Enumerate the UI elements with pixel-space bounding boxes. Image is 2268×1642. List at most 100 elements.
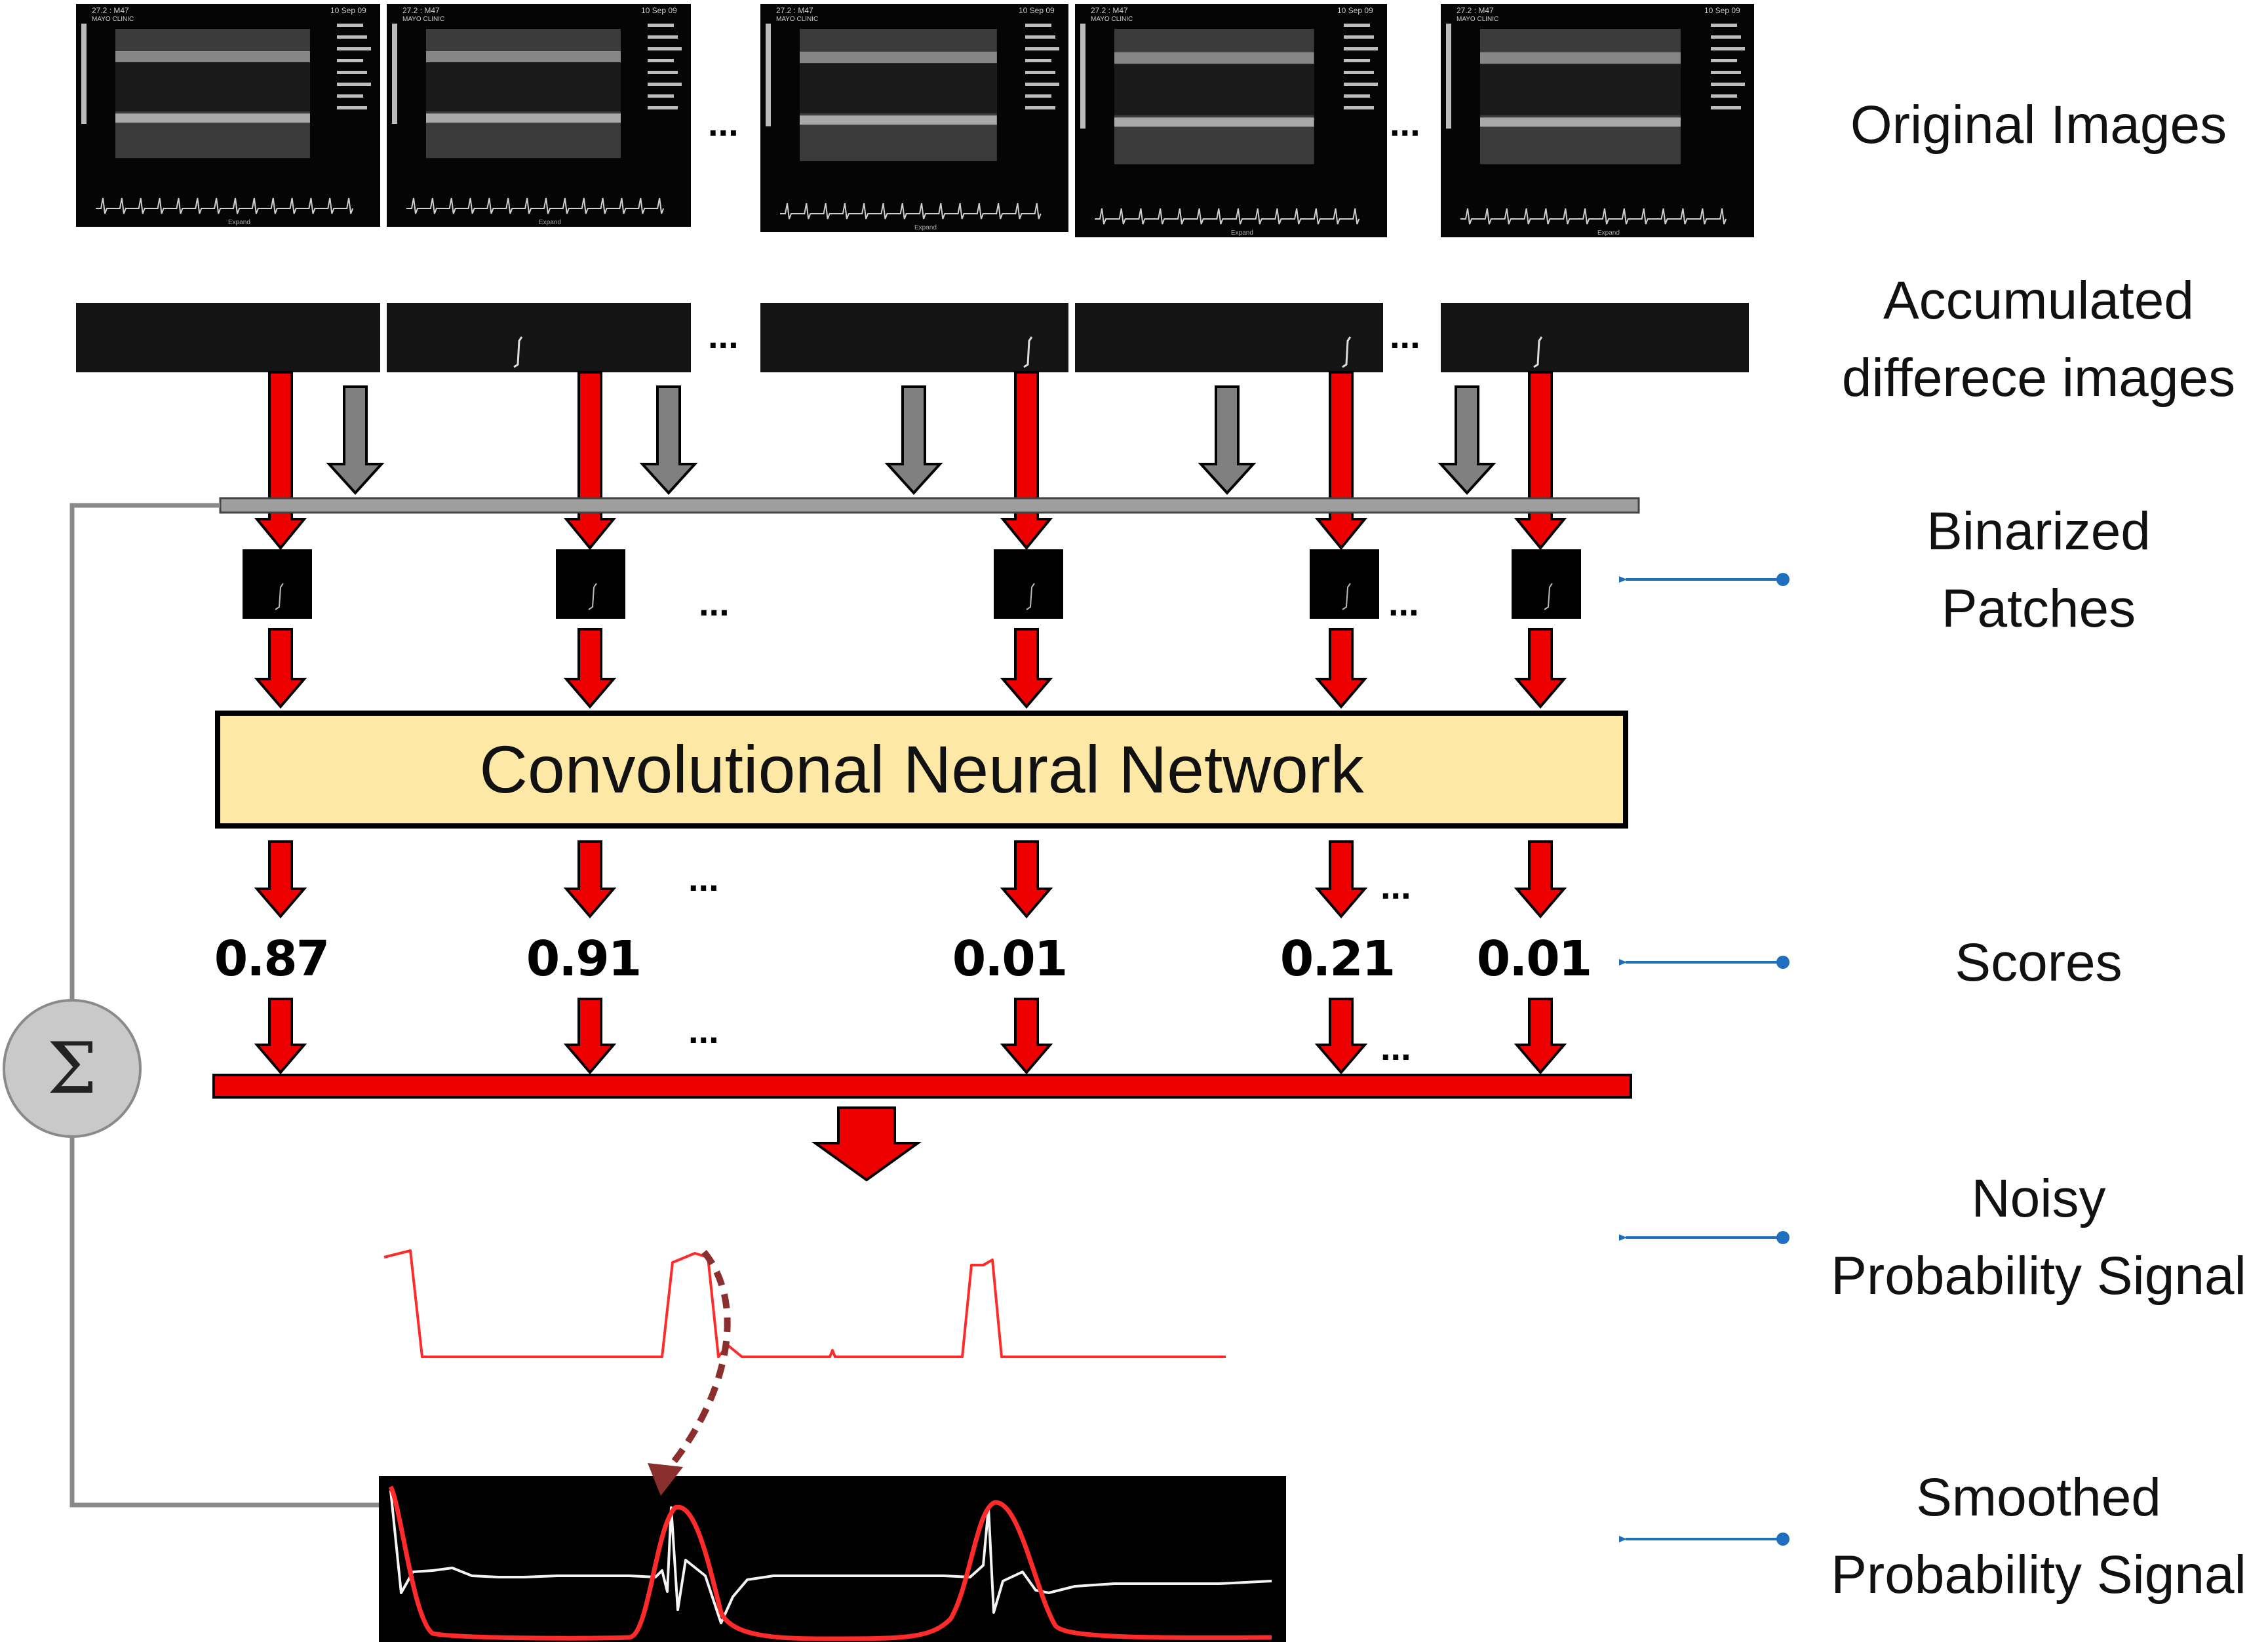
vessel-lumen: [1480, 64, 1681, 115]
vessel-wall-upper: [426, 51, 621, 63]
label-accumulated-line2: differece images: [1841, 348, 2236, 408]
red-arrow-score-3: [1314, 998, 1368, 1075]
cnn-box: Convolutional Neural Network: [215, 711, 1628, 829]
strip-spike: [1023, 336, 1033, 368]
frame-probe-text: 27.2 : M47: [776, 6, 813, 15]
vessel-wall-lower: [115, 113, 310, 123]
frame-info-line: [1344, 35, 1374, 39]
sigma-symbol: Σ: [47, 1027, 98, 1110]
frame-info-line: [337, 106, 367, 109]
frame-footer-text: Expand: [228, 219, 250, 226]
frame-info-line: [648, 83, 682, 86]
label-smoothed-line2: Probability Signal: [1831, 1545, 2246, 1605]
ecg-trace: [780, 203, 1042, 220]
label-noisy-signal: Noisy Probability Signal: [1789, 1160, 2268, 1315]
patch-spike-2: [1026, 583, 1035, 610]
frame-date-text: 10 Sep 09: [330, 6, 366, 15]
ellipsis-cnnout-1: ...: [688, 857, 719, 899]
label-accumulated-line1: Accumulated: [1883, 271, 2195, 330]
ellipsis-originals-1: ...: [708, 102, 739, 144]
vessel-lumen: [115, 62, 310, 111]
vessel-wall-lower: [1480, 117, 1681, 127]
dashed-arrow-head: [648, 1463, 683, 1496]
red-arrow-accum-2: [1000, 371, 1053, 551]
grayscale-bar: [1080, 24, 1085, 129]
strip-spike: [513, 336, 523, 368]
smoothed-probability-signal: [388, 1485, 1272, 1641]
ecg-trace: [406, 197, 665, 214]
frame-probe-text: 27.2 : M47: [402, 6, 440, 15]
frame-info-line: [1711, 106, 1741, 109]
frame-info-line: [1711, 59, 1737, 62]
gray-arrow-3: [1198, 385, 1257, 495]
frame-footer-text: Expand: [539, 219, 561, 226]
frame-info-line: [1711, 47, 1745, 50]
red-arrow-accum-3: [1314, 371, 1368, 551]
red-arrow-score-2: [1000, 998, 1053, 1075]
ellipsis-scores-2: ...: [1380, 1026, 1411, 1068]
strip-noise: [1441, 303, 1749, 372]
red-arrow-accum-4: [1514, 371, 1567, 551]
vessel-lumen: [800, 63, 997, 113]
vessel-wall-upper: [115, 51, 310, 63]
frame-date-text: 10 Sep 09: [1337, 6, 1373, 15]
frame-info-line: [648, 71, 678, 74]
strip-noise: [1075, 303, 1383, 372]
binarized-patch-4: [1512, 549, 1581, 619]
frame-info-line: [337, 35, 367, 39]
frame-info-line: [337, 71, 367, 74]
frame-info-line: [1711, 94, 1737, 98]
grayscale-bar: [1446, 24, 1451, 129]
accumulated-strip-1: [387, 303, 691, 372]
ellipsis-originals-2: ...: [1390, 102, 1420, 144]
frame-info-line: [1025, 94, 1051, 98]
frame-info-line: [1025, 71, 1055, 74]
label-noisy-line2: Probability Signal: [1831, 1246, 2246, 1306]
label-binarized-line1: Binarized: [1926, 501, 2151, 561]
label-original-images-text: Original Images: [1850, 95, 2227, 155]
ellipsis-scores-1: ...: [688, 1009, 719, 1051]
frame-info-line: [1344, 47, 1378, 50]
frame-info-line: [648, 106, 678, 109]
frame-info-line: [1025, 83, 1059, 86]
ellipsis-accum-2: ...: [1390, 315, 1420, 356]
frame-info-line: [337, 24, 363, 27]
red-arrow-accum-1: [563, 371, 617, 551]
frame-info-line: [648, 35, 678, 39]
frame-date-text: 10 Sep 09: [1019, 6, 1055, 15]
ecg-trace: [96, 197, 354, 214]
cnn-label: Convolutional Neural Network: [479, 732, 1364, 807]
label-binarized-patches: Binarized Patches: [1789, 493, 2268, 648]
frame-info-line: [1344, 106, 1374, 109]
accumulated-strip-3: [1075, 303, 1383, 372]
frame-info-line: [1344, 59, 1370, 62]
red-arrow-cnn-in-2: [1000, 628, 1053, 709]
patch-spike-4: [1544, 583, 1553, 610]
label-scores: Scores: [1789, 924, 2268, 1002]
label-binarized-line2: Patches: [1941, 579, 2136, 638]
frame-info-line: [1025, 47, 1059, 50]
noisy-probability-signal: [383, 1249, 1226, 1358]
frame-date-text: 10 Sep 09: [1704, 6, 1740, 15]
label-smoothed-line1: Smoothed: [1916, 1468, 2161, 1527]
label-accumulated-images: Accumulated differece images: [1789, 262, 2268, 417]
frame-info-line: [1025, 59, 1051, 62]
vessel-wall-lower: [1114, 117, 1314, 127]
frame-info-line: [1344, 83, 1378, 86]
vessel-lumen: [1114, 64, 1314, 115]
gray-arrow-4: [1437, 385, 1496, 495]
frame-info-line: [648, 94, 674, 98]
strip-noise: [760, 303, 1068, 372]
red-arrow-score-4: [1514, 998, 1567, 1075]
red-arrow-cnn-in-4: [1514, 628, 1567, 709]
red-arrow-score-0: [254, 998, 307, 1075]
frame-info-line: [1025, 24, 1051, 27]
ecg-trace: [1095, 208, 1360, 225]
vessel-wall-lower: [426, 113, 621, 123]
accumulated-strip-0: [76, 303, 490, 372]
frame-probe-text: 27.2 : M47: [1091, 6, 1128, 15]
frame-info-line: [1711, 35, 1741, 39]
ellipsis-accum-1: ...: [708, 315, 739, 356]
